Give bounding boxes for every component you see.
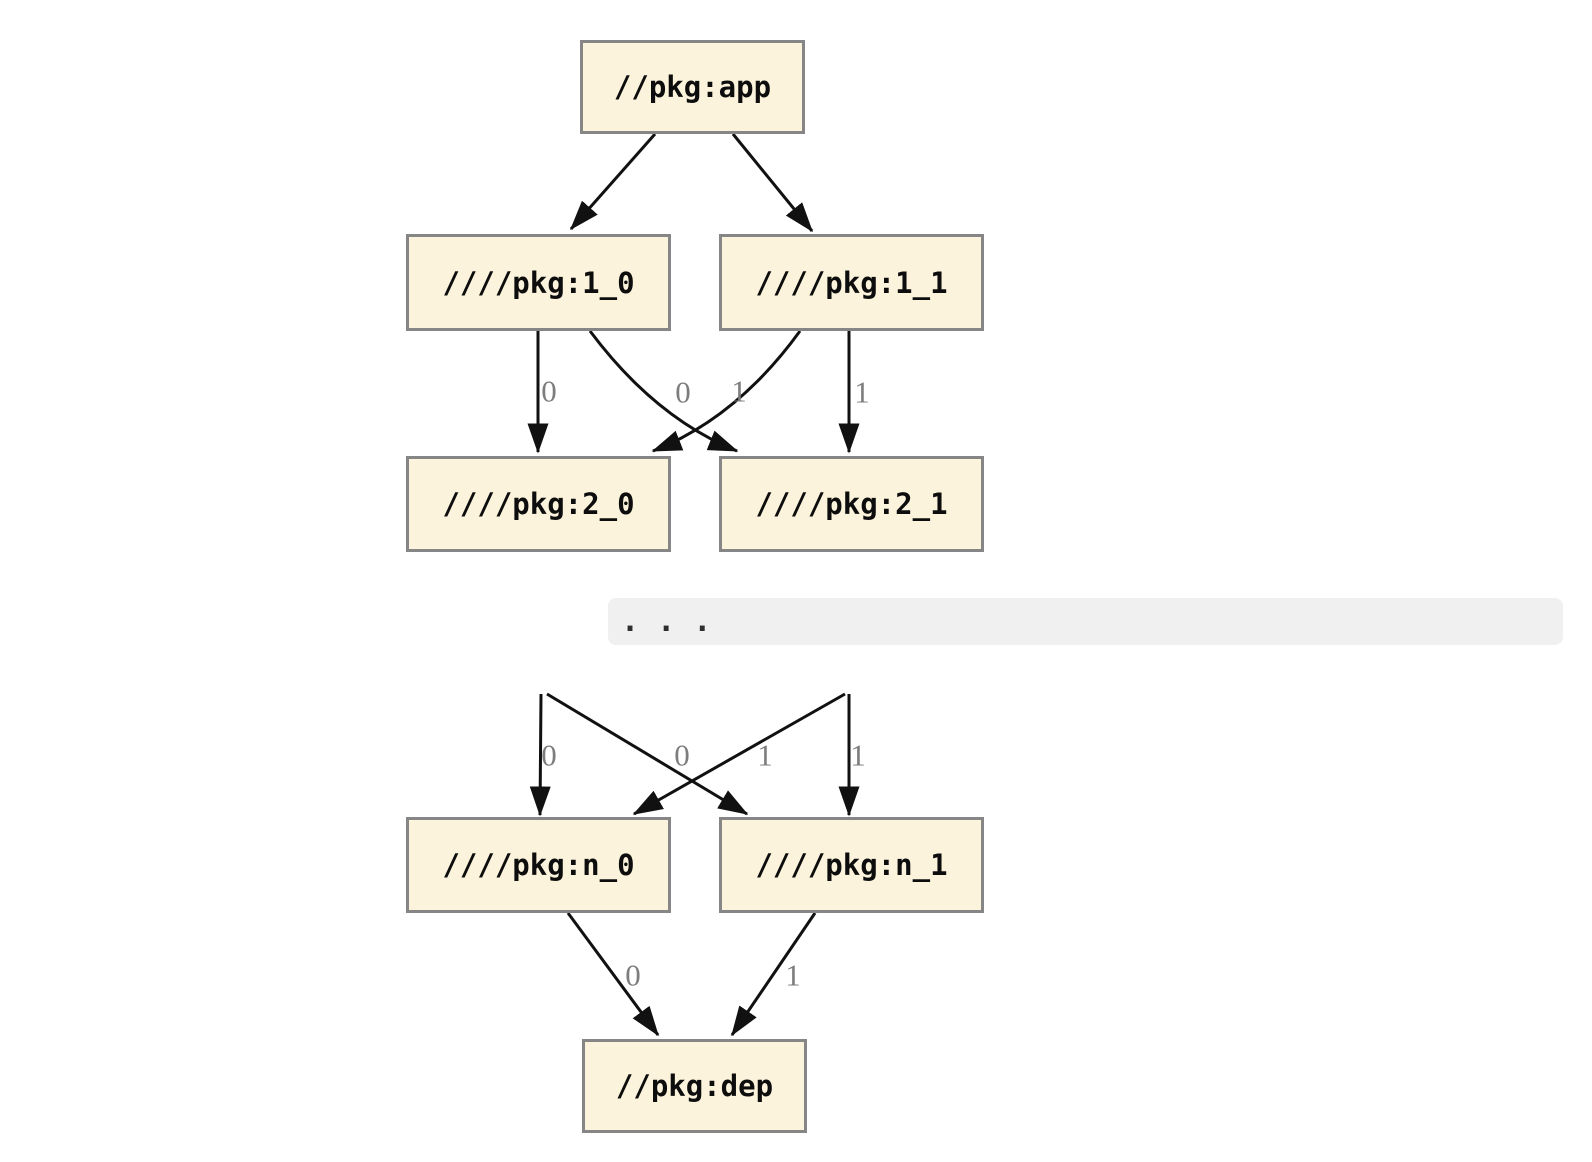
node-pkg-n_1-label: ////pkg:n_1 — [755, 848, 948, 882]
edge-label: 0 — [675, 374, 691, 410]
ellipsis-label: . . . — [621, 604, 712, 639]
edge-app-to-1_1 — [731, 133, 814, 233]
edge-label: 0 — [541, 373, 557, 409]
node-pkg-n_0-label: ////pkg:n_0 — [442, 848, 635, 882]
node-pkg-n_1: ////pkg:n_1 — [719, 817, 984, 913]
node-pkg-2_0: ////pkg:2_0 — [406, 456, 671, 552]
node-pkg-2_1-label: ////pkg:2_1 — [755, 487, 948, 521]
edge-n_0-to-dep — [566, 912, 660, 1037]
node-pkg-1_0: ////pkg:1_0 — [406, 234, 671, 331]
edge-label: 1 — [854, 374, 870, 410]
edge-1_0-to-2_1 — [588, 330, 739, 453]
node-pkg-dep: //pkg:dep — [582, 1039, 807, 1133]
edge-label: 1 — [757, 737, 773, 773]
node-pkg-2_0-label: ////pkg:2_0 — [442, 487, 635, 521]
edge-label: 0 — [541, 737, 557, 773]
edge-label: 1 — [785, 957, 801, 993]
edge-label: 1 — [850, 737, 866, 773]
node-pkg-1_1-label: ////pkg:1_1 — [755, 265, 948, 300]
edge-hidden-to-n_0-cross — [632, 692, 846, 816]
node-pkg-2_1: ////pkg:2_1 — [719, 456, 984, 552]
node-pkg-app: //pkg:app — [580, 40, 805, 134]
edge-label: 0 — [625, 957, 641, 993]
node-pkg-1_1: ////pkg:1_1 — [719, 234, 984, 331]
edge-label: 0 — [674, 737, 690, 773]
edge-1_1-to-2_0 — [651, 330, 802, 453]
node-pkg-n_0: ////pkg:n_0 — [406, 817, 671, 913]
ellipsis-band: . . . — [608, 598, 1563, 645]
edge-hidden-to-n_0 — [529, 693, 551, 817]
node-pkg-dep-label: //pkg:dep — [615, 1069, 774, 1103]
edge-label: 1 — [731, 373, 747, 409]
node-pkg-app-label: //pkg:app — [613, 70, 772, 104]
edge-hidden-to-n_1-cross — [546, 692, 749, 816]
edge-app-to-1_0 — [569, 133, 657, 231]
node-pkg-1_0-label: ////pkg:1_0 — [442, 265, 635, 300]
edge-n_1-to-dep — [730, 912, 817, 1037]
